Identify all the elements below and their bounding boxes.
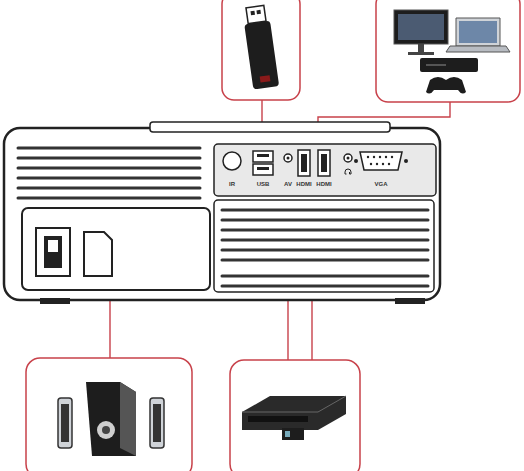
port-label: VGA — [373, 181, 388, 187]
port-label: USB — [256, 181, 271, 187]
projector-body — [4, 122, 440, 304]
usb-drive-picture — [222, 0, 300, 100]
port-label: HDMI — [295, 181, 312, 187]
speakers-picture — [26, 358, 192, 471]
port-label: AV — [283, 181, 293, 187]
computer-console-picture — [376, 0, 520, 102]
port-label: IR — [228, 181, 236, 187]
port-label: HDMI — [315, 181, 332, 187]
dvd-player-picture — [230, 360, 360, 471]
